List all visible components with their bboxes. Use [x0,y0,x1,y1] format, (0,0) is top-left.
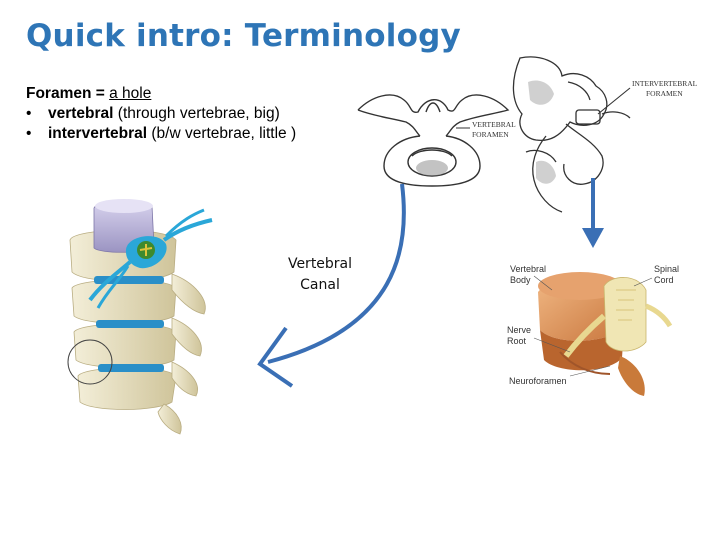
label-nerve-root-2: Root [507,336,527,346]
label-nerve-root-1: Nerve [507,325,531,335]
label-intervertebral-foramen-1: INTERVERTEBRAL [632,79,698,88]
down-arrow-icon [582,178,604,248]
vertebrae-lateral-view-figure: INTERVERTEBRAL FORAMEN [512,56,698,213]
bullet-icon: • [26,125,32,142]
definition-value: a hole [109,85,152,102]
label-vertebral-body-2: Body [510,275,531,285]
definition-list: Foramen = a hole • vertebral (through ver… [26,84,296,144]
bullet-icon: • [26,105,32,122]
spine-model-figure [67,199,213,435]
label-neuroforamen: Neuroforamen [509,376,567,386]
bullet-vertebral: • vertebral (through vertebrae, big) [26,104,296,124]
cross-section-figure: Vertebral Body Spinal Cord Nerve Root Ne… [507,264,679,396]
vertebral-canal-caption: Vertebral Canal [280,254,360,296]
definition-line: Foramen = a hole [26,84,296,104]
definition-term: Foramen = [26,85,110,102]
bullet-detail: (b/w vertebrae, little ) [147,125,297,142]
caption-line-2: Canal [300,277,340,293]
bullet-detail: (through vertebrae, big) [113,105,280,122]
slide-title: Quick intro: Terminology [26,18,461,54]
vertebra-top-view-figure [357,94,510,187]
curved-arrow-icon [257,183,406,388]
label-vertebral-body-1: Vertebral [510,264,546,274]
label-vertebral-foramen-1: VERTEBRAL [472,120,516,129]
vertebral-foramen-label-figure: VERTEBRAL FORAMEN [456,120,516,139]
label-vertebral-foramen-2: FORAMEN [472,130,509,139]
label-spinal-cord-2: Cord [654,275,674,285]
bullet-term: intervertebral [48,125,148,142]
label-spinal-cord-1: Spinal [654,264,679,274]
bullet-term: vertebral [48,105,114,122]
caption-line-1: Vertebral [287,256,353,272]
label-intervertebral-foramen-2: FORAMEN [646,89,683,98]
bullet-intervertebral: • intervertebral (b/w vertebrae, little ) [26,124,296,144]
